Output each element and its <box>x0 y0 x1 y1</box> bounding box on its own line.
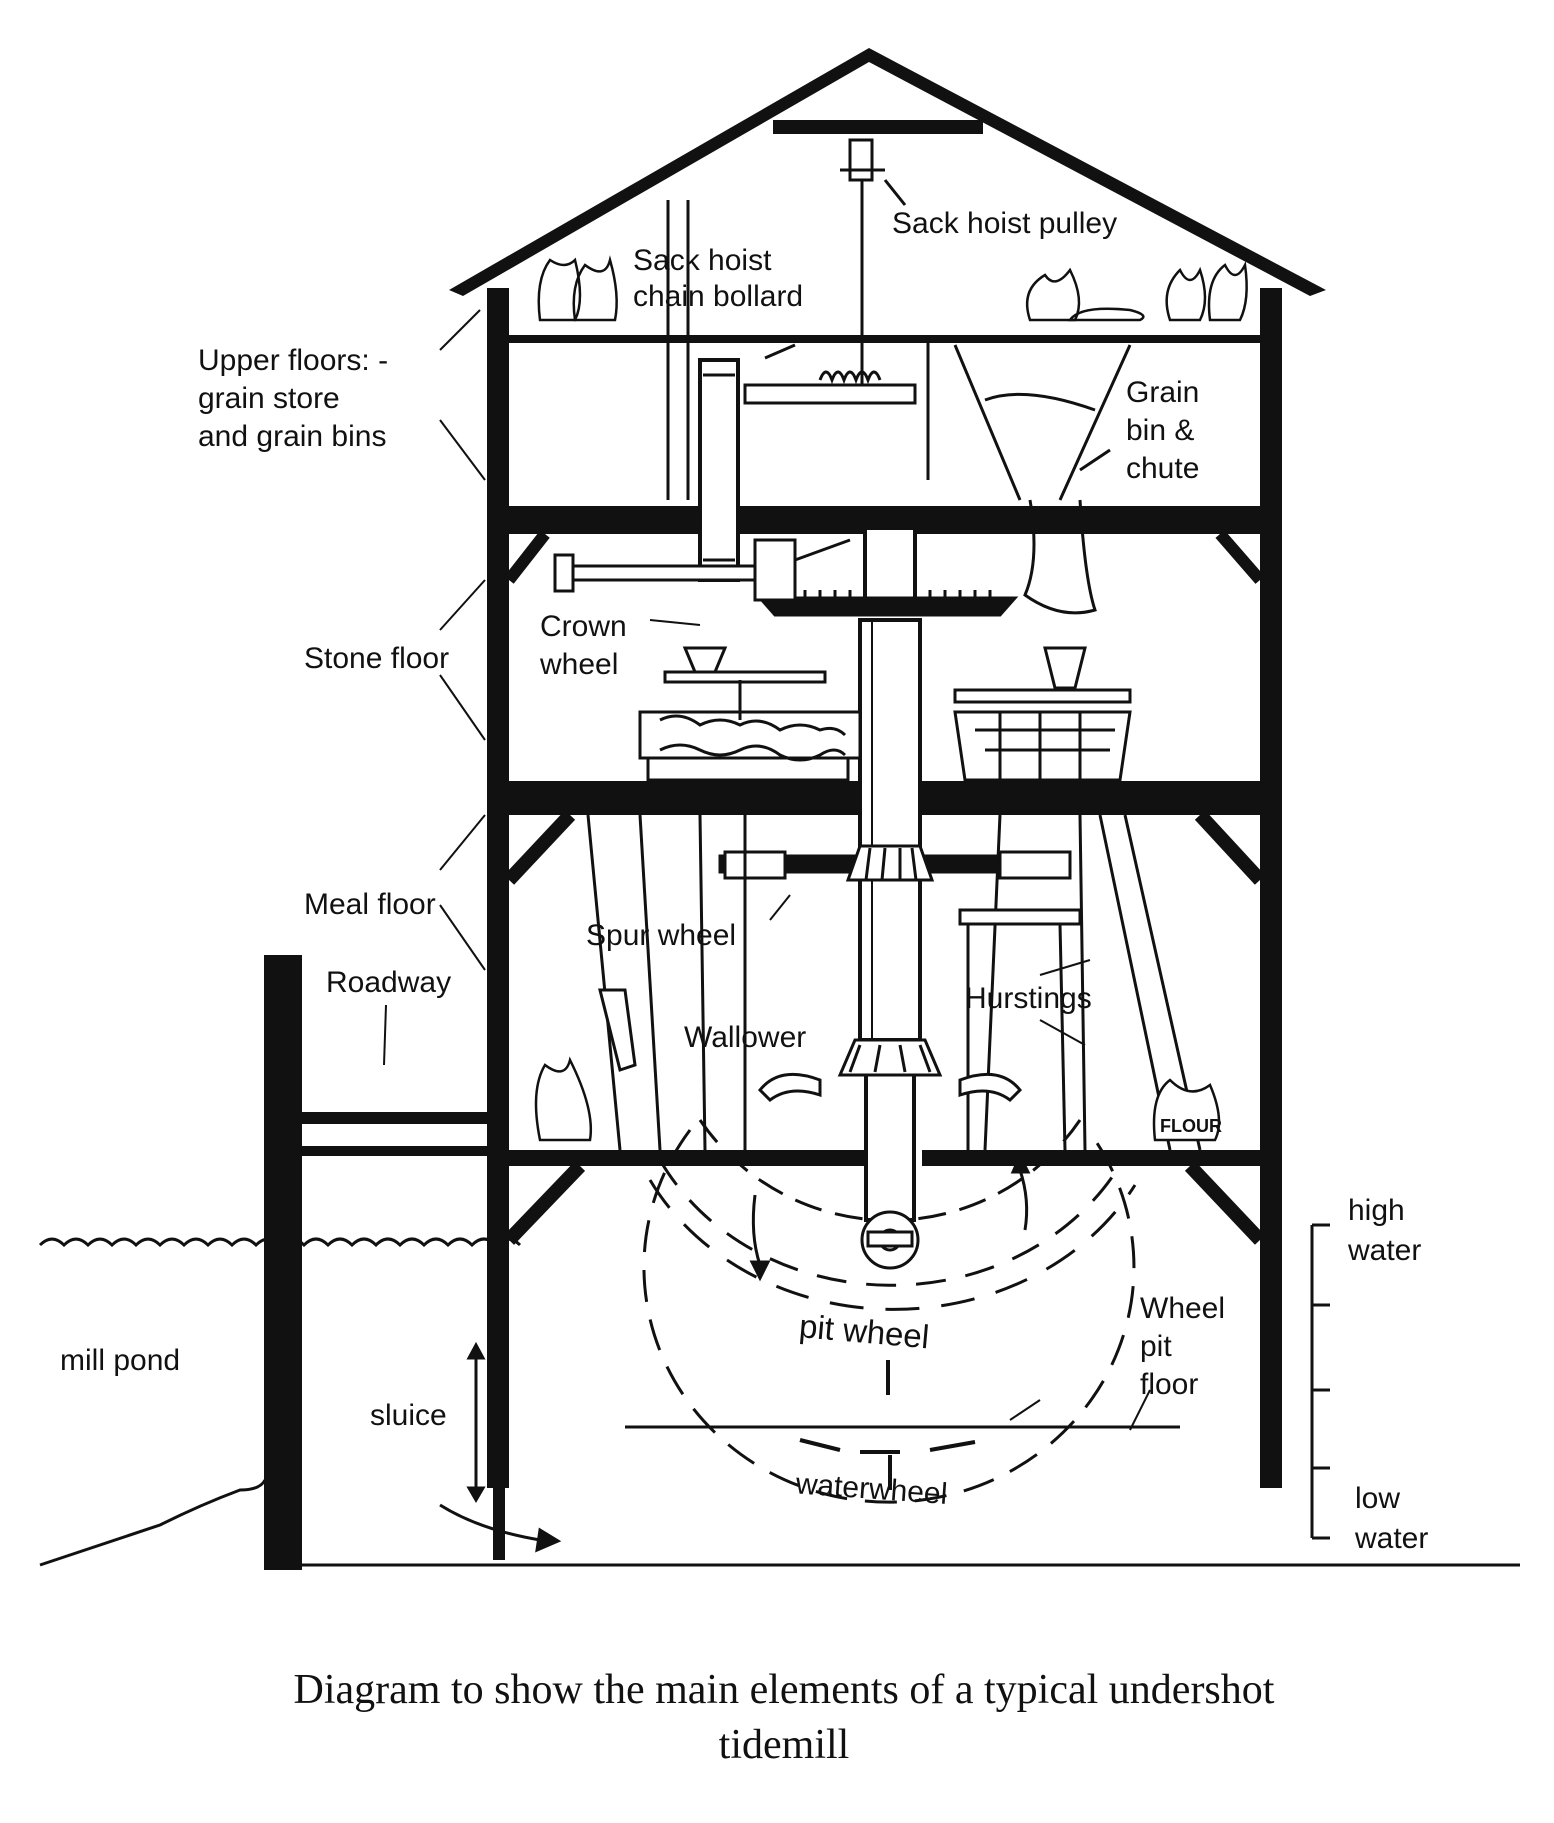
label-wheel-pit-floor-1: Wheel <box>1140 1292 1225 1325</box>
sack-hoist-pulley <box>840 138 907 390</box>
stone-floor-beam-left <box>509 781 869 815</box>
label-stone-floor: Stone floor <box>304 642 449 675</box>
label-sluice: sluice <box>370 1399 447 1432</box>
label-grain-bin-3: chute <box>1126 452 1199 485</box>
flour-bag-label: FLOUR <box>1160 1116 1222 1136</box>
rotation-arrows <box>749 1152 1031 1282</box>
label-crown-wheel-2: wheel <box>539 648 618 681</box>
waterwheel <box>799 1360 976 1490</box>
roadway <box>264 955 505 1570</box>
label-upper-floors-2: grain store <box>198 382 340 415</box>
label-sack-hoist-pulley: Sack hoist pulley <box>892 207 1117 240</box>
label-mill-pond: mill pond <box>60 1344 180 1377</box>
sack-hoist-chain-bollard <box>666 200 930 582</box>
label-hurstings: Hurstings <box>965 982 1092 1015</box>
caption-line-2: tidemill <box>719 1722 850 1768</box>
label-high-water-1: high <box>1348 1194 1405 1227</box>
label-high-water-2: water <box>1347 1234 1421 1267</box>
label-pit-wheel: pit wheel <box>798 1307 931 1355</box>
label-spur-wheel: Spur wheel <box>586 919 736 952</box>
roof <box>449 48 1326 296</box>
attic-floor <box>509 335 1260 343</box>
label-waterwheel: waterwheel <box>794 1467 949 1511</box>
water-and-ground <box>38 1237 1520 1567</box>
label-sack-hoist-chain-bollard-1: Sack hoist <box>633 244 772 277</box>
flour-sacks: FLOUR <box>534 1056 1222 1142</box>
caption-line-1: Diagram to show the main elements of a t… <box>294 1667 1275 1713</box>
tide-scale <box>1310 1223 1330 1540</box>
caption: Diagram to show the main elements of a t… <box>294 1667 1275 1768</box>
spur-wheel <box>718 844 1072 882</box>
label-grain-bin-1: Grain <box>1126 376 1199 409</box>
label-wheel-pit-floor-3: floor <box>1140 1368 1198 1401</box>
leader-lines <box>383 309 1151 1431</box>
label-low-water-1: low <box>1355 1482 1400 1515</box>
label-sack-hoist-chain-bollard-2: chain bollard <box>633 280 803 313</box>
label-meal-floor: Meal floor <box>304 888 436 921</box>
upright-shaft <box>858 526 922 1222</box>
label-upper-floors-3: and grain bins <box>198 420 386 453</box>
label-wallower: Wallower <box>684 1021 806 1054</box>
label-low-water-2: water <box>1354 1522 1428 1555</box>
pit-wheel-hub <box>860 1210 920 1270</box>
label-upper-floors-1: Upper floors: - <box>198 344 388 377</box>
label-wheel-pit-floor-2: pit <box>1140 1330 1172 1363</box>
diagram-labels: Sack hoist pulley Sack hoist chain bolla… <box>60 207 1428 1555</box>
wallower <box>757 1038 1023 1102</box>
millstones <box>638 646 1132 782</box>
grain-bin-chute <box>953 344 1132 615</box>
meal-floor-beam-right <box>922 1150 1260 1166</box>
grain-sacks-attic <box>537 255 1248 322</box>
label-crown-wheel-1: Crown <box>540 610 627 643</box>
stone-floor-beam-right <box>915 781 1260 815</box>
meal-floor-beam-left <box>509 1150 866 1166</box>
crown-wheel <box>553 538 1019 617</box>
label-grain-bin-2: bin & <box>1126 414 1194 447</box>
label-roadway: Roadway <box>326 966 451 999</box>
